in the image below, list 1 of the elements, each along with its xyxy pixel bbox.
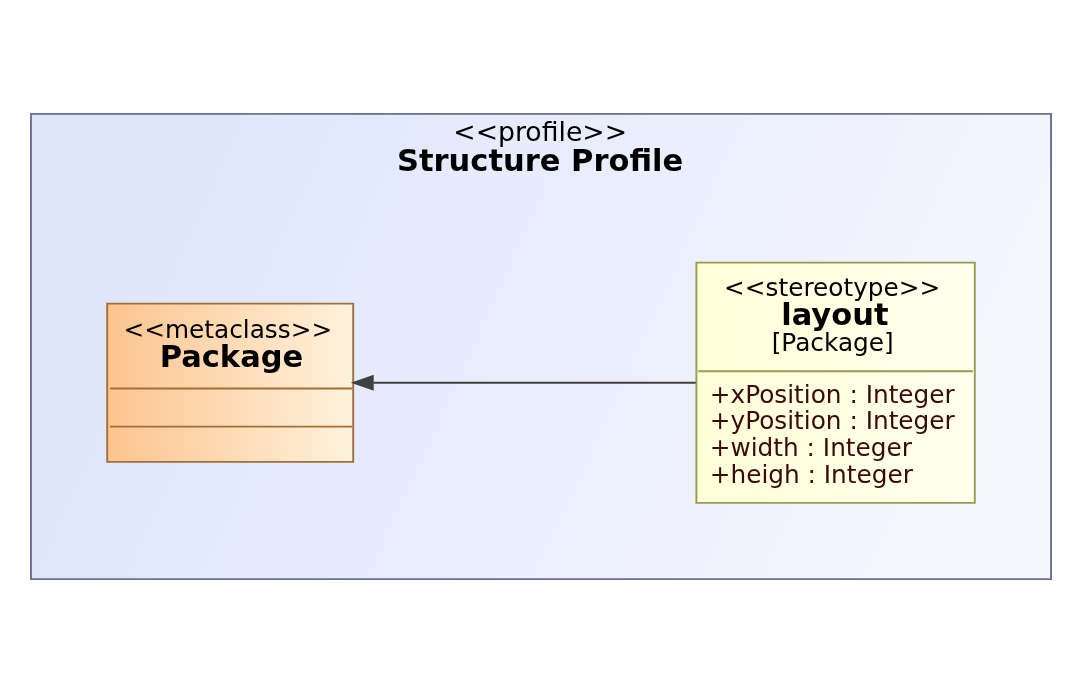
arrow: [350, 374, 697, 391]
